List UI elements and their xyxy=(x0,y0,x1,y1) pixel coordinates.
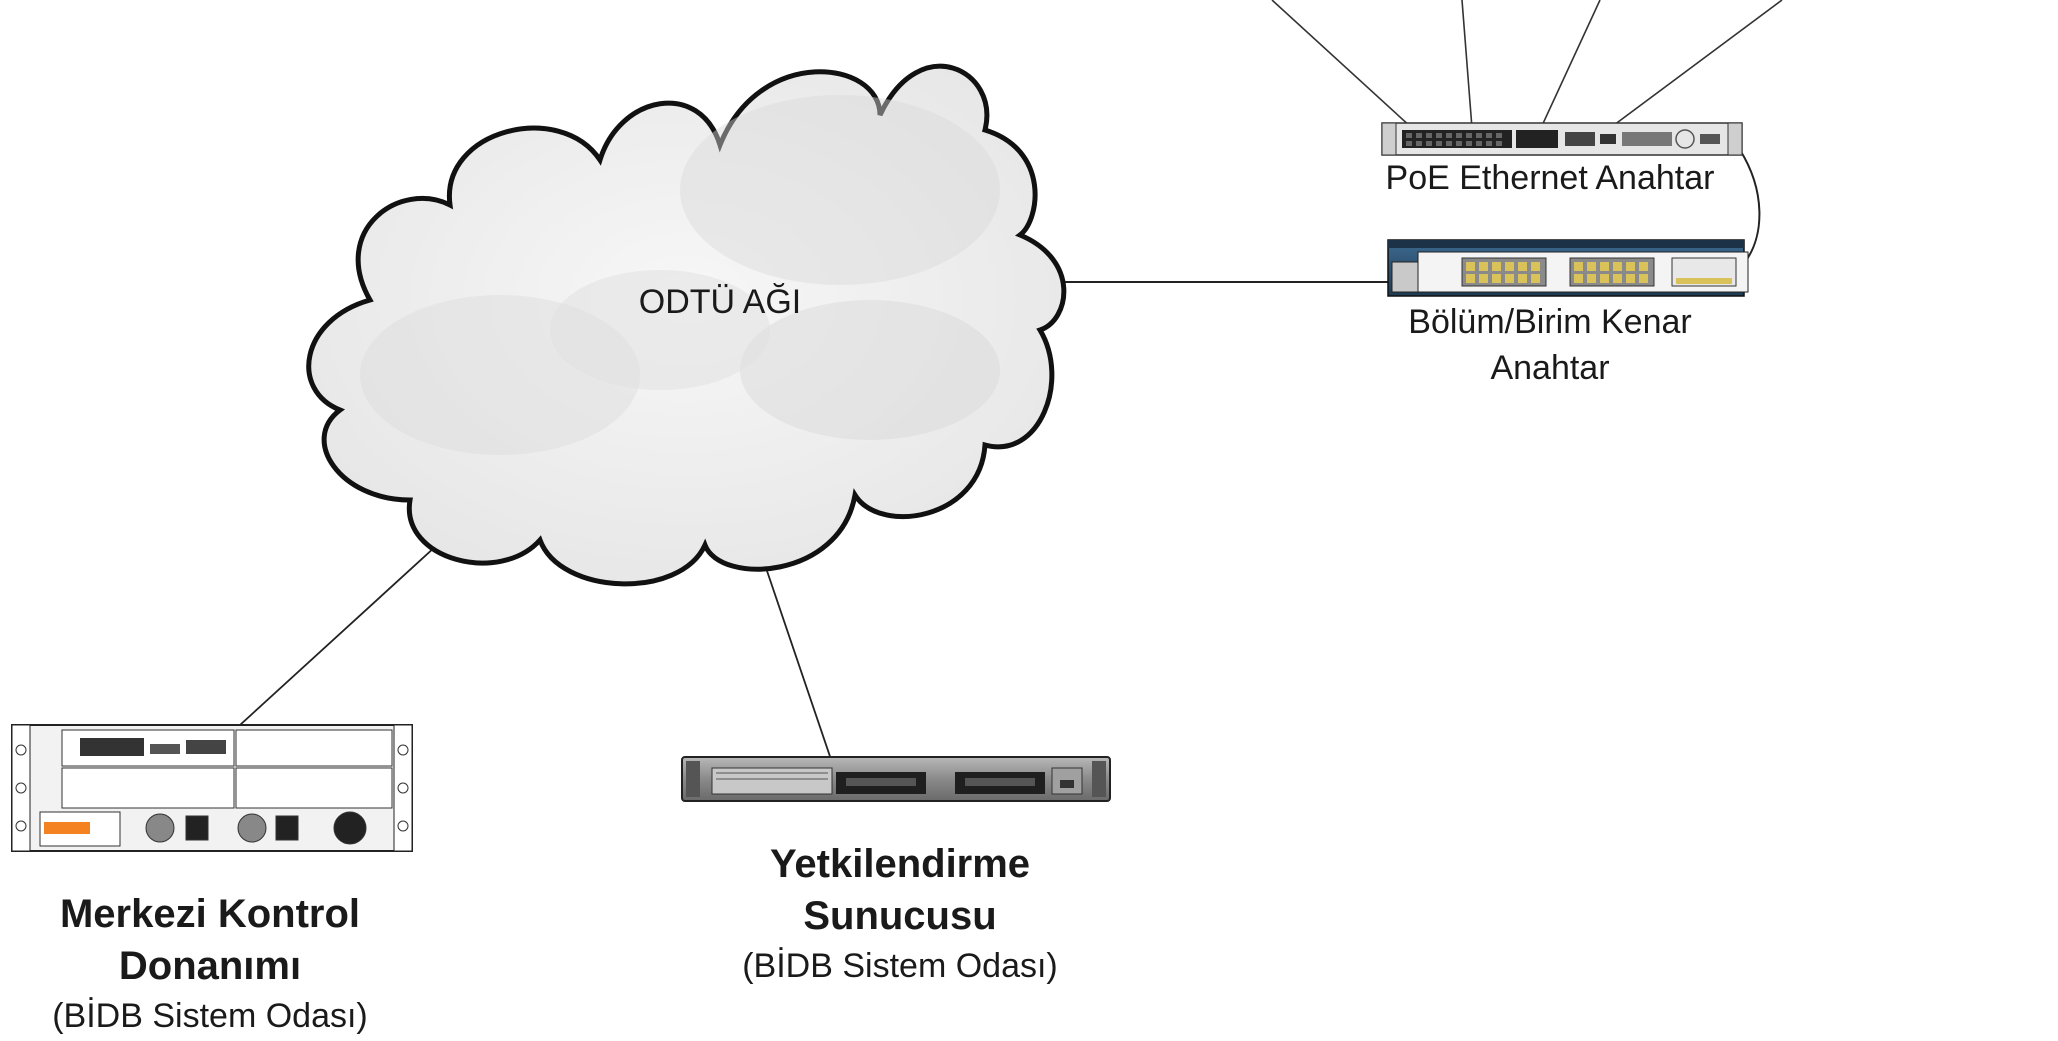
auth-server-title-line2: Sunucusu xyxy=(803,894,997,938)
controller-title-line2: Donanımı xyxy=(118,944,302,988)
edge-switch-label-line1: Bölüm/Birim Kenar xyxy=(1408,303,1692,341)
link-cloud-server xyxy=(764,564,839,781)
controller-location: (BİDB Sistem Odası) xyxy=(52,997,368,1035)
controller-label: Merkezi Kontrol Donanımı (BİDB Sistem Od… xyxy=(20,888,400,1041)
edge-port-block-1 xyxy=(1461,257,1547,287)
cloud-label: ODTÜ AĞI xyxy=(638,283,802,321)
uplink-lines xyxy=(1271,0,1783,131)
edge-switch-label: Bölüm/Birim Kenar Anahtar xyxy=(1360,300,1740,392)
auth-server-title-line1: Yetkilendirme xyxy=(769,842,1031,886)
edge-switch-label-line2: Anahtar xyxy=(1490,348,1610,387)
link-poe-edge xyxy=(1739,149,1761,263)
network-cloud xyxy=(306,63,1067,587)
auth-server-location: (BİDB Sistem Odası) xyxy=(742,947,1058,985)
poe-switch-label: PoE Ethernet Anahtar xyxy=(1385,159,1715,197)
central-controller-device xyxy=(11,724,413,852)
auth-server-label: Yetkilendirme Sunucusu (BİDB Sistem Odas… xyxy=(690,838,1110,991)
edge-port-block-2 xyxy=(1569,257,1655,287)
auth-server-device xyxy=(681,756,1111,802)
controller-title-line1: Merkezi Kontrol xyxy=(59,892,361,936)
edge-switch-device xyxy=(1387,239,1749,297)
poe-switch-device xyxy=(1381,122,1743,156)
